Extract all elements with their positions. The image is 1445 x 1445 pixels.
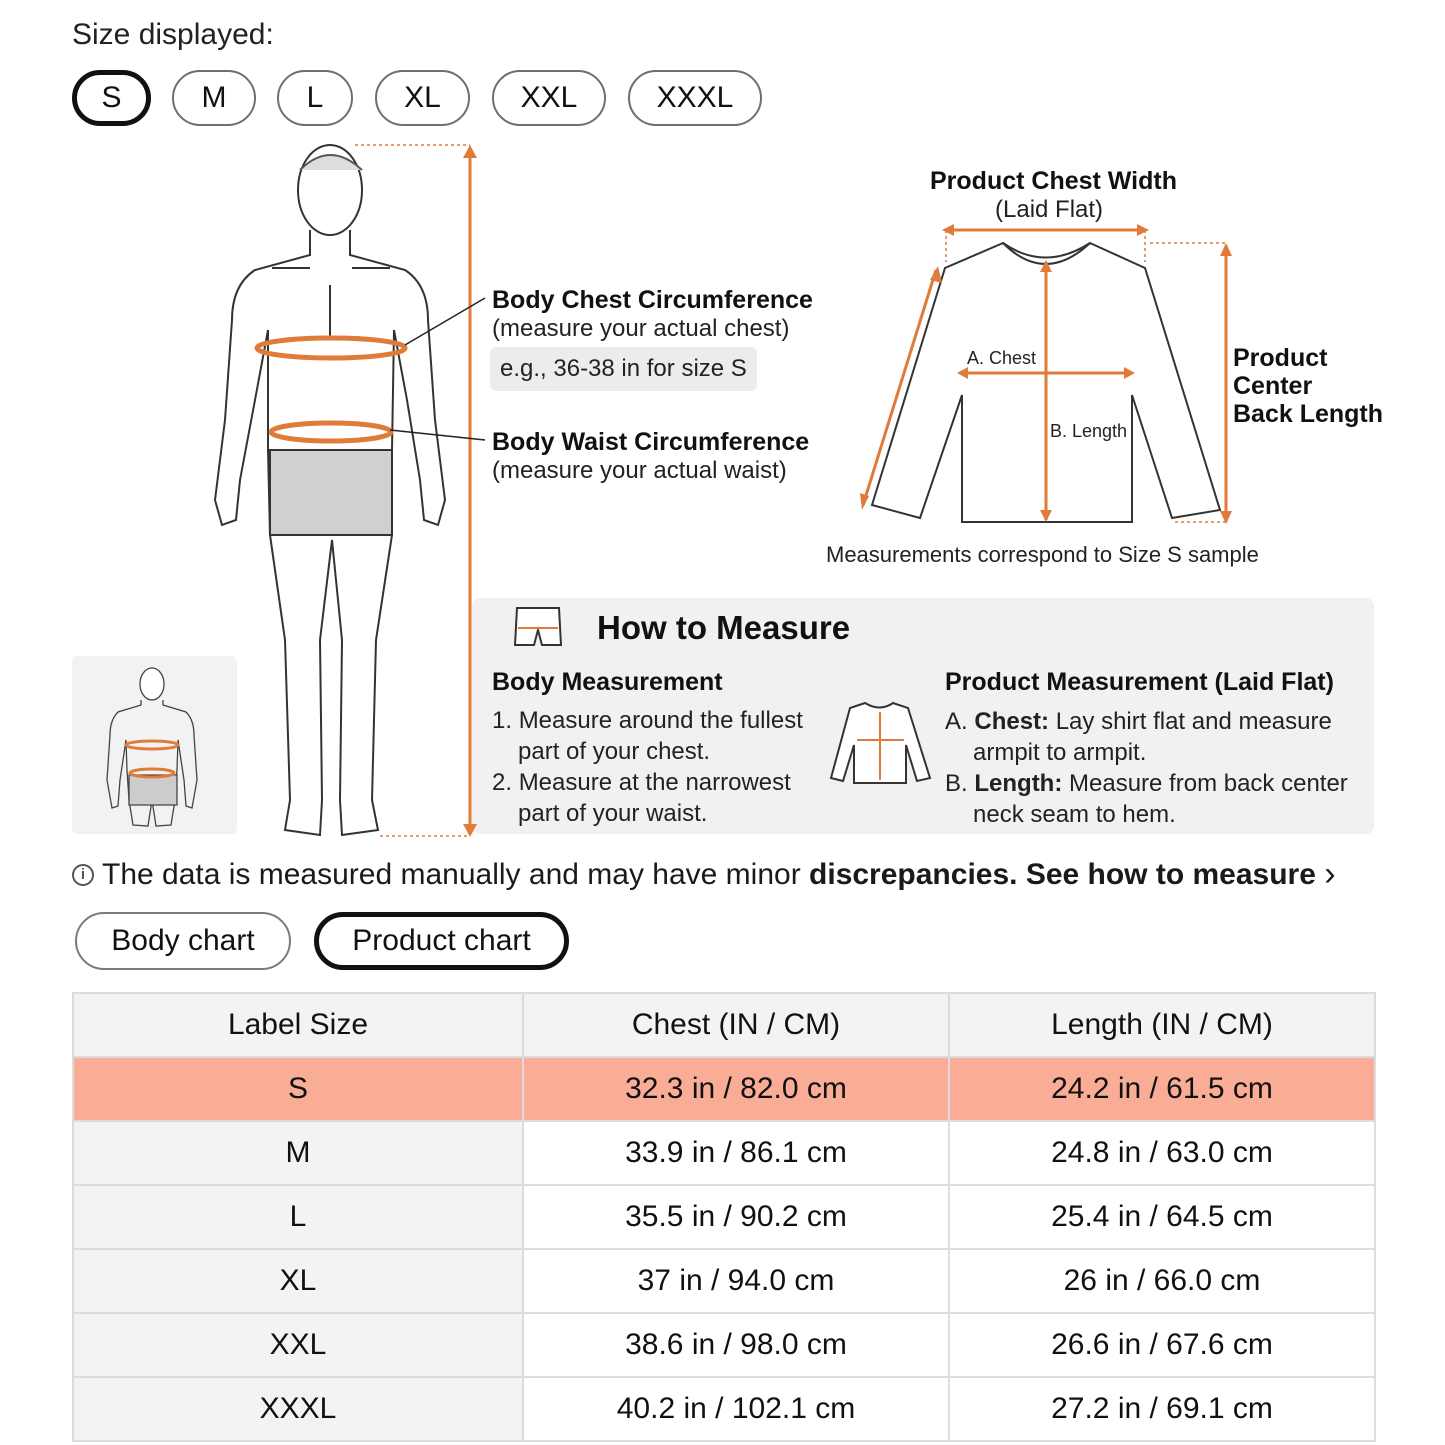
see-how-to-measure-link[interactable]: discrepancies. See how to measure [809, 857, 1316, 891]
size-table: Label Size Chest (IN / CM) Length (IN / … [72, 992, 1376, 1442]
list-item: part of your waist. [518, 800, 708, 827]
tab-body-chart[interactable]: Body chart [75, 912, 291, 970]
table-cell-length: 27.2 in / 69.1 cm [949, 1377, 1376, 1442]
info-icon: i [72, 863, 94, 886]
chevron-right-icon[interactable]: › [1324, 855, 1336, 893]
how-to-measure-panel [472, 598, 1374, 834]
table-row: L 35.5 in / 90.2 cm 25.4 in / 64.5 cm [73, 1185, 1376, 1250]
product-chest-width-subtitle: (Laid Flat) [995, 196, 1104, 223]
table-row: S 32.3 in / 82.0 cm 24.2 in / 61.5 cm [73, 1057, 1376, 1122]
table-cell-chest: 32.3 in / 82.0 cm [523, 1057, 950, 1122]
table-cell-chest: 40.2 in / 102.1 cm [523, 1377, 950, 1442]
arrow-up-icon [463, 145, 477, 158]
table-cell-length: 24.2 in / 61.5 cm [949, 1057, 1376, 1122]
size-option-l[interactable]: L [277, 70, 353, 126]
table-cell-length: 24.8 in / 63.0 cm [949, 1121, 1376, 1186]
list-item: neck seam to hem. [973, 801, 1176, 828]
table-cell-size: L [73, 1185, 524, 1250]
table-cell-chest: 38.6 in / 98.0 cm [523, 1313, 950, 1378]
sleeve-length-arrow [861, 269, 938, 506]
chest-example-badge: e.g., 36-38 in for size S [490, 347, 757, 391]
chest-a-label: A. Chest [967, 348, 1037, 368]
table-row: XXXL 40.2 in / 102.1 cm 27.2 in / 69.1 c… [73, 1377, 1376, 1442]
size-option-xxxl[interactable]: XXXL [628, 70, 762, 126]
size-option-xl[interactable]: XL [375, 70, 470, 126]
table-cell-length: 25.4 in / 64.5 cm [949, 1185, 1376, 1250]
table-cell-size: S [73, 1057, 524, 1122]
table-row: XXL 38.6 in / 98.0 cm 26.6 in / 67.6 cm [73, 1313, 1376, 1378]
waist-measure-band [268, 420, 394, 444]
shirt-small-icon [829, 701, 932, 784]
list-item: A. Chest: Lay shirt flat and measure [945, 708, 1332, 735]
chest-measure-band [254, 335, 408, 361]
size-option-xxl[interactable]: XXL [492, 70, 606, 126]
table-cell-chest: 33.9 in / 86.1 cm [523, 1121, 950, 1186]
product-back-length-title-2: Center [1233, 372, 1313, 400]
size-displayed-label: Size displayed: [72, 18, 274, 51]
body-chest-title: Body Chest Circumference [492, 286, 813, 314]
body-steps-list: 1. Measure around the fullest part of yo… [492, 705, 803, 829]
size-option-s[interactable]: S [72, 70, 151, 126]
body-waist-title: Body Waist Circumference [492, 428, 810, 456]
table-cell-chest: 35.5 in / 90.2 cm [523, 1185, 950, 1250]
table-cell-chest: 37 in / 94.0 cm [523, 1249, 950, 1314]
list-item: 1. Measure around the fullest [492, 707, 803, 734]
body-chest-subtitle: (measure your actual chest) [492, 315, 790, 342]
product-steps-list: A. Chest: Lay shirt flat and measure arm… [945, 706, 1348, 830]
list-item: B. Length: Measure from back center [945, 770, 1348, 797]
how-to-measure-title: How to Measure [597, 609, 851, 646]
arrow-down-icon [463, 824, 477, 837]
table-row: M 33.9 in / 86.1 cm 24.8 in / 63.0 cm [73, 1121, 1376, 1186]
table-header-row: Label Size Chest (IN / CM) Length (IN / … [73, 993, 1376, 1058]
disclaimer-text: The data is measured manually and may ha… [102, 857, 801, 891]
product-back-length-title-1: Product [1233, 344, 1328, 372]
measurement-disclaimer: i The data is measured manually and may … [72, 855, 1336, 894]
column-header-label-size: Label Size [73, 993, 524, 1058]
body-waist-subtitle: (measure your actual waist) [492, 457, 787, 484]
table-cell-size: XXL [73, 1313, 524, 1378]
table-cell-length: 26.6 in / 67.6 cm [949, 1313, 1376, 1378]
length-b-label: B. Length [1050, 421, 1128, 441]
table-cell-length: 26 in / 66.0 cm [949, 1249, 1376, 1314]
waist-leader-line [389, 429, 486, 441]
table-cell-size: XL [73, 1249, 524, 1314]
tab-product-chart[interactable]: Product chart [314, 912, 569, 970]
thumbnail-figure [106, 667, 198, 827]
table-row: XL 37 in / 94.0 cm 26 in / 66.0 cm [73, 1249, 1376, 1314]
chest-leader-line [404, 297, 486, 346]
list-item: part of your chest. [518, 738, 711, 765]
list-item: armpit to armpit. [973, 739, 1147, 766]
table-cell-size: M [73, 1121, 524, 1186]
product-back-length-title-3: Back Length [1233, 400, 1384, 428]
body-figure-illustration [213, 144, 447, 837]
list-item: 2. Measure at the narrowest [492, 769, 791, 796]
product-chest-width-title: Product Chest Width [930, 167, 1177, 195]
shorts-icon [513, 607, 563, 646]
size-sample-caption: Measurements correspond to Size S sample [826, 542, 1259, 567]
body-measurement-heading: Body Measurement [492, 668, 723, 696]
product-measurement-heading: Product Measurement (Laid Flat) [945, 668, 1334, 696]
table-cell-size: XXXL [73, 1377, 524, 1442]
column-header-length: Length (IN / CM) [949, 993, 1376, 1058]
column-header-chest: Chest (IN / CM) [523, 993, 950, 1058]
size-option-m[interactable]: M [172, 70, 256, 126]
measurement-diagram [106, 144, 1232, 837]
